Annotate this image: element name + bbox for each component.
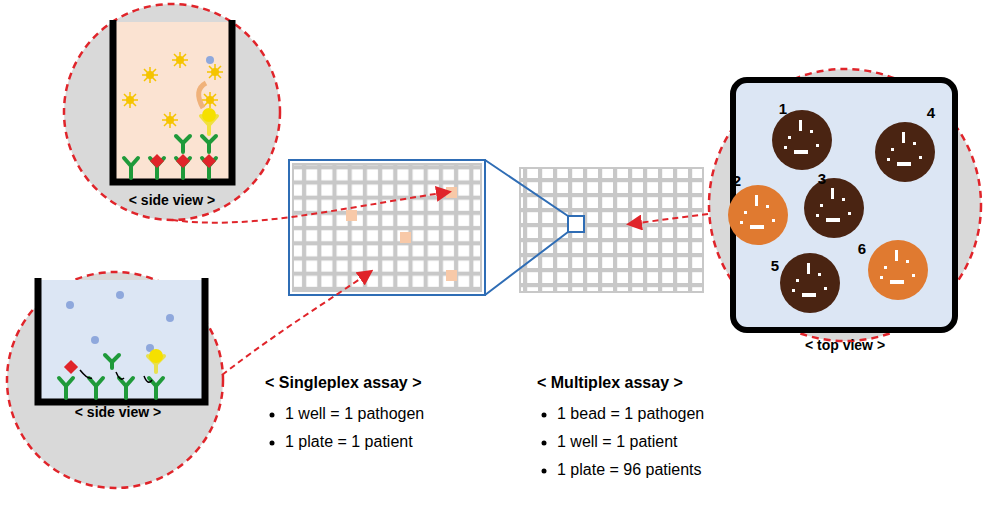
bead-code: [897, 162, 911, 166]
bead: [804, 178, 864, 238]
bullet-text: 1 well = 1 pathogen: [285, 405, 424, 423]
bead: [772, 110, 832, 170]
bullet-text: 1 bead = 1 pathogen: [557, 405, 704, 423]
bead-code: [902, 132, 905, 143]
view-caption: < top view >: [805, 337, 885, 353]
callout-number: 1: [779, 100, 787, 117]
bead-code: [792, 289, 795, 292]
bead-code: [750, 225, 764, 229]
bead-code: [772, 219, 775, 222]
bead-code: [784, 146, 787, 149]
bead-code: [890, 280, 904, 284]
bead-code: [799, 120, 802, 131]
bead-code: [810, 130, 813, 133]
callout-number: 5: [771, 257, 779, 274]
bead-code: [794, 150, 808, 154]
bead-code: [912, 274, 915, 277]
view-caption: < side view >: [75, 404, 161, 420]
bullet-text: 1 well = 1 patient: [557, 433, 678, 451]
bead-code: [842, 198, 845, 201]
section-heading: < Multiplex assay >: [537, 374, 683, 392]
bead-code: [880, 276, 883, 279]
bead-code: [895, 250, 898, 261]
bead-code: [820, 204, 823, 207]
bead-code: [913, 142, 916, 145]
bead-code: [831, 188, 834, 199]
bead-code: [887, 158, 890, 161]
bead-code: [807, 263, 810, 274]
bead-code: [766, 205, 769, 208]
bead-code: [755, 195, 758, 206]
bead-code: [816, 144, 819, 147]
bead-code: [891, 148, 894, 151]
section-heading: < Singleplex assay >: [265, 374, 422, 392]
bead-code: [919, 156, 922, 159]
bead-code: [740, 221, 743, 224]
bead-code: [744, 211, 747, 214]
bullet-text: 1 plate = 1 patient: [285, 433, 413, 451]
bead-code: [884, 266, 887, 269]
view-caption: < side view >: [129, 192, 215, 208]
callout-number: 6: [858, 240, 866, 257]
bead: [875, 122, 935, 182]
callout-number: 4: [927, 104, 935, 121]
bead: [868, 240, 928, 300]
callout-number: 3: [818, 170, 826, 187]
bead-code: [788, 136, 791, 139]
bead-code: [816, 214, 819, 217]
bead: [728, 185, 788, 245]
bead-code: [824, 287, 827, 290]
bead-code: [826, 218, 840, 222]
bead-code: [818, 273, 821, 276]
bead: [780, 253, 840, 313]
callout-number: 2: [733, 172, 741, 189]
bullet-text: 1 plate = 96 patients: [557, 461, 702, 479]
bead-code: [802, 293, 816, 297]
bead-code: [796, 279, 799, 282]
bead-code: [848, 212, 851, 215]
bead-code: [906, 260, 909, 263]
